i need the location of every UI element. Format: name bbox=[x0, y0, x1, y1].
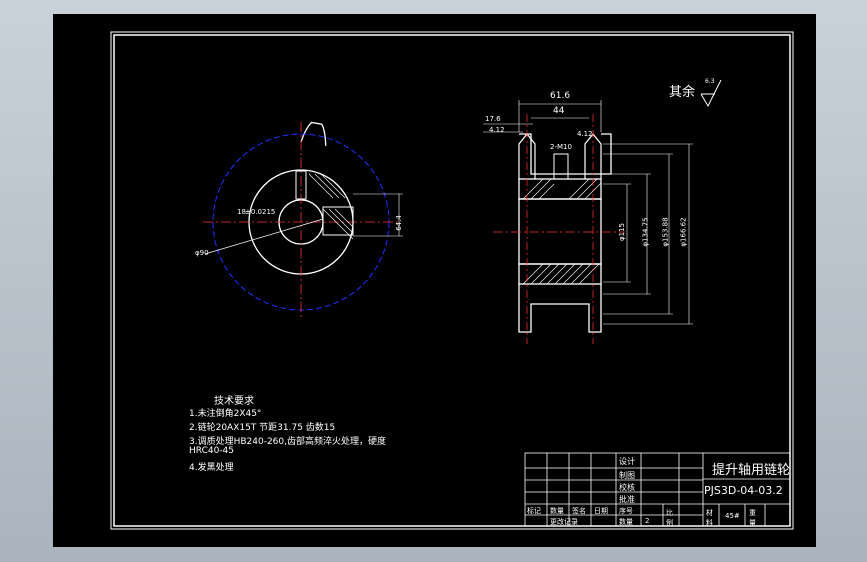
tech-title: 技术要求 bbox=[214, 396, 254, 407]
tb-approve: 批准 bbox=[619, 495, 635, 504]
tb-rev-sign: 签名 bbox=[572, 507, 586, 515]
tb-rev-date: 日期 bbox=[594, 507, 608, 515]
dim-inner-width: 44 bbox=[553, 106, 565, 116]
tech-item-3: 3.调质处理HB240-260,齿部高频淬火处理，硬度 bbox=[189, 437, 386, 447]
tb-rev-qty: 数量 bbox=[550, 507, 564, 515]
sheet-border-outer bbox=[110, 31, 794, 530]
dim-left-offset: 4.12 bbox=[489, 126, 505, 134]
drawing-number: PJS3D-04-03.2 bbox=[704, 484, 783, 497]
hub-bottom-section bbox=[518, 263, 602, 285]
dim-outer-radius: φ90 bbox=[195, 249, 209, 257]
tb-rev-record: 更改记录 bbox=[550, 518, 578, 526]
tech-item-2: 2.链轮20AX15T 节距31.75 齿数15 bbox=[189, 423, 336, 433]
tech-item-5: 4.发黑处理 bbox=[189, 463, 234, 473]
dim-hub-depth: 64.4 bbox=[394, 215, 403, 231]
tb-rev-mark: 标记 bbox=[527, 507, 541, 515]
part-name: 提升轴用链轮 bbox=[712, 463, 791, 478]
tech-item-4: HRC40-45 bbox=[189, 446, 235, 456]
tech-item-1: 1.未注倒角2X45° bbox=[189, 409, 262, 419]
dim-key-width: 18 bbox=[237, 208, 246, 216]
keyway-right bbox=[322, 206, 354, 236]
keyway-top bbox=[295, 170, 307, 200]
tb-material-value: 45# bbox=[725, 512, 740, 520]
dim-tip-dia: φ153.88 bbox=[661, 217, 670, 247]
drawing-sheet: 其余 6.3 61.6 44 17.6 4.12 4.12 2-M10 18 ±… bbox=[53, 14, 816, 547]
roughness-symbol bbox=[700, 79, 722, 108]
dim-root-dia: φ134.75 bbox=[641, 217, 650, 247]
dim-left-groove: 17.6 bbox=[485, 115, 501, 123]
dim-key-tol: ±0.0215 bbox=[245, 208, 276, 216]
dim-mid-offset: 4.12 bbox=[577, 130, 593, 138]
roughness-value: 6.3 bbox=[705, 78, 715, 85]
hub-top-section bbox=[518, 178, 602, 200]
dim-bore: φ115 bbox=[617, 223, 626, 241]
tb-qty-value: 2 bbox=[645, 517, 650, 525]
tb-scale-label: 比例 bbox=[666, 509, 673, 527]
dim-slot: 2-M10 bbox=[550, 143, 572, 151]
tb-qty-label: 数量 bbox=[619, 518, 633, 526]
dim-pitch-dia: φ166.62 bbox=[679, 217, 688, 247]
tb-draw: 制图 bbox=[619, 471, 635, 480]
tb-material-label: 材料 bbox=[706, 509, 713, 527]
hub-hatch bbox=[308, 173, 354, 240]
radius-leader bbox=[204, 218, 324, 255]
tb-check: 校核 bbox=[619, 483, 635, 492]
bore-section bbox=[518, 198, 602, 265]
roughness-note: 其余 bbox=[669, 85, 696, 100]
dim-overall-width: 61.6 bbox=[550, 91, 571, 101]
drawing-canvas bbox=[110, 31, 794, 530]
title-block bbox=[524, 452, 791, 527]
sheet-border-inner bbox=[113, 34, 791, 527]
tb-seq-label: 序号 bbox=[619, 507, 633, 515]
sprocket-side-view bbox=[483, 100, 693, 344]
tb-design: 设计 bbox=[619, 457, 635, 466]
tb-weight-label: 重量 bbox=[749, 509, 756, 527]
